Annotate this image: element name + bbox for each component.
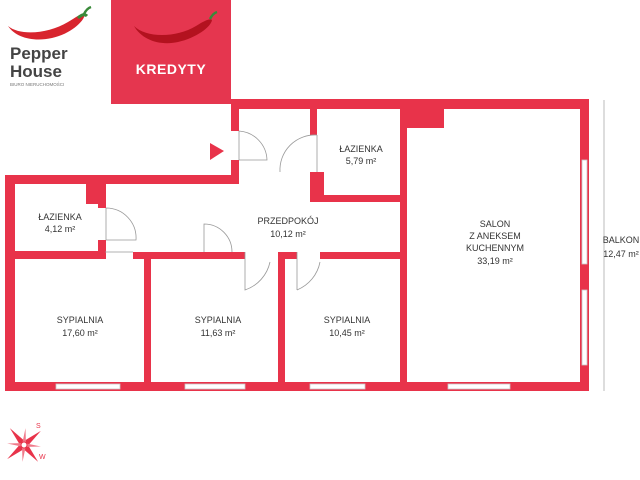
room-area: 5,79 m²	[346, 156, 377, 166]
room-name-line2: Z ANEKSEM	[469, 231, 521, 241]
room-name: BALKON	[603, 235, 640, 245]
door	[105, 207, 137, 241]
compass-w: W	[39, 454, 46, 461]
room-label-bedroom-1: SYPIALNIA 17,60 m²	[57, 315, 104, 338]
room-name: ŁAZIENKA	[339, 144, 383, 154]
door	[238, 130, 268, 161]
room-name: PRZEDPOKÓJ	[257, 216, 318, 226]
compass-rose-icon	[7, 428, 41, 462]
room-name: SYPIALNIA	[195, 315, 242, 325]
room-label-hall: PRZEDPOKÓJ 10,12 m²	[257, 216, 318, 239]
brand-line1: Pepper	[10, 44, 68, 63]
room-area: 12,47 m²	[603, 249, 639, 259]
door	[244, 252, 271, 291]
brand-logo: Pepper House BIURO NIERUCHOMOŚCI	[8, 5, 92, 87]
room-label-bedroom-2: SYPIALNIA 11,63 m²	[195, 315, 242, 338]
room-area: 10,45 m²	[329, 328, 365, 338]
kredyty-label[interactable]: KREDYTY	[136, 61, 207, 77]
walls	[5, 99, 589, 391]
window	[184, 383, 246, 390]
room-area: 33,19 m²	[477, 256, 513, 266]
brand-tagline: BIURO NIERUCHOMOŚCI	[10, 80, 64, 87]
entrance-arrow-icon	[210, 143, 224, 160]
room-name: ŁAZIENKA	[38, 212, 82, 222]
room-area: 10,12 m²	[270, 229, 306, 239]
door	[279, 134, 318, 173]
window	[581, 159, 588, 265]
room-area: 17,60 m²	[62, 328, 98, 338]
room-label-balcony: BALKON 12,47 m²	[603, 235, 640, 259]
compass-s: S	[36, 423, 41, 430]
pepper-icon	[8, 5, 92, 40]
room-label-bathroom-small: ŁAZIENKA 4,12 m²	[38, 212, 82, 234]
door	[296, 252, 321, 291]
room-area: 11,63 m²	[201, 328, 236, 338]
room-name: SYPIALNIA	[324, 315, 371, 325]
room-area: 4,12 m²	[45, 224, 76, 234]
window	[447, 383, 511, 390]
window	[581, 289, 588, 366]
pepper-icon	[134, 10, 218, 44]
room-name-line3: KUCHENNYM	[466, 243, 524, 253]
room-name: SYPIALNIA	[57, 315, 104, 325]
window	[55, 383, 121, 390]
room-label-bedroom-3: SYPIALNIA 10,45 m²	[324, 315, 371, 338]
door	[105, 223, 233, 253]
windows	[55, 159, 588, 390]
window	[309, 383, 366, 390]
room-name: SALON	[480, 219, 511, 229]
door-swings	[105, 130, 321, 291]
room-label-bathroom-top: ŁAZIENKA 5,79 m²	[339, 144, 383, 166]
room-label-salon: SALON Z ANEKSEM KUCHENNYM 33,19 m²	[466, 219, 524, 266]
kredyty-banner[interactable]: KREDYTY	[111, 0, 231, 104]
brand-line2: House	[10, 62, 62, 81]
